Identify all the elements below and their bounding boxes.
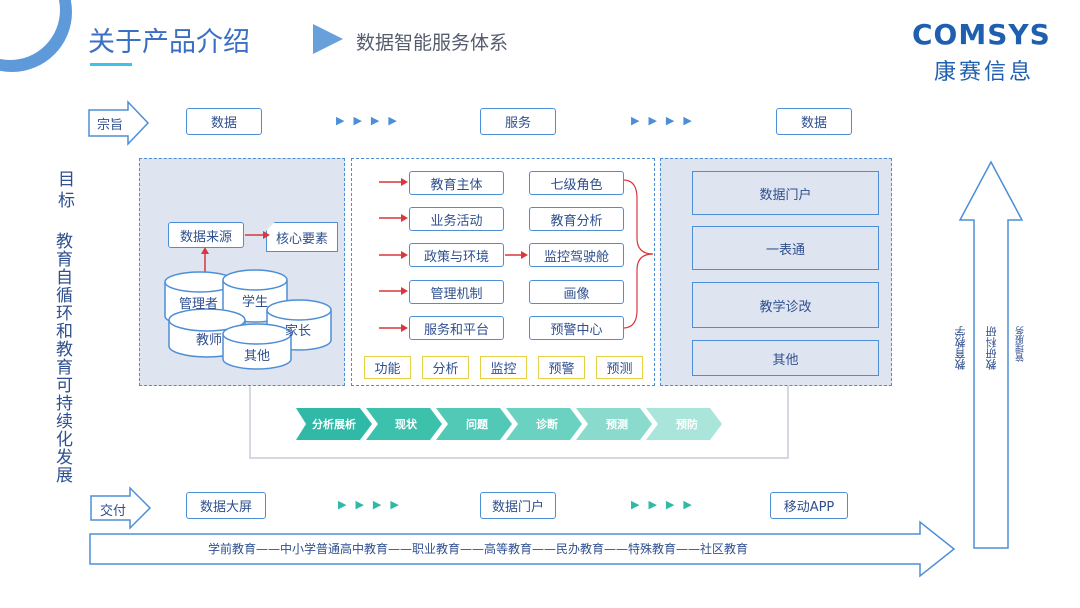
bottom-app-box: 移动APP [770,492,848,519]
cylinder-parent: 家长 [285,324,312,339]
chevron-label-3: 问题 [466,418,488,431]
goal-text: 教育自循环和教育可持续化发展 [52,232,72,484]
mid-left-item-4: 管理机制 [409,280,504,304]
function-box-5: 预测 [596,356,643,379]
function-box-2: 分析 [422,356,469,379]
top-dots-1: ▶▶▶▶ [336,114,406,127]
logo-cn: 康赛信息 [934,60,1035,85]
process-chevrons [296,408,722,440]
mid-right-item-1: 七级角色 [529,171,624,195]
subtitle-arrow-icon [313,24,343,54]
vertical-label-teaching: 教育教学 [954,326,967,370]
chevron-label-2: 现状 [395,418,417,431]
bottom-screen-box: 数据大屏 [186,492,266,519]
right-item-diagnosis: 教学诊改 [692,282,879,328]
top-row-arrow-icon [88,100,150,146]
cylinder-student: 学生 [242,295,269,310]
mid-left-item-5: 服务和平台 [409,316,504,340]
cylinder-teacher: 教师 [196,333,223,348]
top-row-label: 宗旨 [97,118,124,133]
education-stage-text: 学前教育——中小学普通高中教育——职业教育——高等教育——民办教育——特殊教育—… [208,542,749,556]
function-box-3: 监控 [480,356,527,379]
education-stage-arrow [89,520,956,578]
vertical-up-arrow [958,160,1024,549]
data-source-box: 数据来源 [168,222,244,248]
mid-left-item-3: 政策与环境 [409,243,504,267]
top-data-box-2: 数据 [776,108,852,135]
page-subtitle: 数据智能服务体系 [356,32,509,54]
top-dots-2: ▶▶▶▶ [631,114,701,127]
mid-left-item-2: 业务活动 [409,207,504,231]
logo-text: COMSYS [912,18,1051,51]
vertical-label-service: 管理服务 [1016,326,1026,362]
mid-left-item-1: 教育主体 [409,171,504,195]
page-title: 关于产品介绍 [88,27,250,58]
data-panel-arrows [164,231,332,370]
cylinder-manager: 管理者 [179,297,219,312]
middle-panel [351,158,655,386]
mid-right-item-4: 画像 [529,280,624,304]
vertical-label-research: 教研科研 [985,326,998,370]
function-box-4: 预警 [538,356,585,379]
bottom-dots-1: ▶▶▶▶ [338,498,408,511]
right-item-portal: 数据门户 [692,171,879,215]
mid-right-item-2: 教育分析 [529,207,624,231]
bottom-row-arrow-icon [90,486,152,530]
cylinder-other: 其他 [244,349,271,364]
chevron-label-5: 预测 [606,418,628,431]
title-underline [90,63,132,66]
function-box-1: 功能 [364,356,411,379]
bottom-dots-2: ▶▶▶▶ [631,498,701,511]
chevron-label-1: 分析展析 [312,418,356,431]
top-service-box: 服务 [480,108,556,135]
bottom-portal-box: 数据门户 [480,492,556,519]
right-item-onetable: 一表通 [692,226,879,270]
bottom-row-label: 交付 [100,504,127,519]
chevron-label-4: 诊断 [536,418,558,431]
core-elements-box: 核心要素 [266,222,338,252]
feedback-loop-line [249,386,789,459]
mid-right-item-5: 预警中心 [529,316,624,340]
right-item-other: 其他 [692,340,879,376]
top-data-box-1: 数据 [186,108,262,135]
logo: COMSYS 康赛信息 [912,18,1062,88]
mid-right-item-3: 监控驾驶舱 [529,243,624,267]
middle-panel-arrows [379,178,688,332]
chevron-label-6: 预防 [676,418,698,431]
goal-label: 目标 [54,170,74,212]
